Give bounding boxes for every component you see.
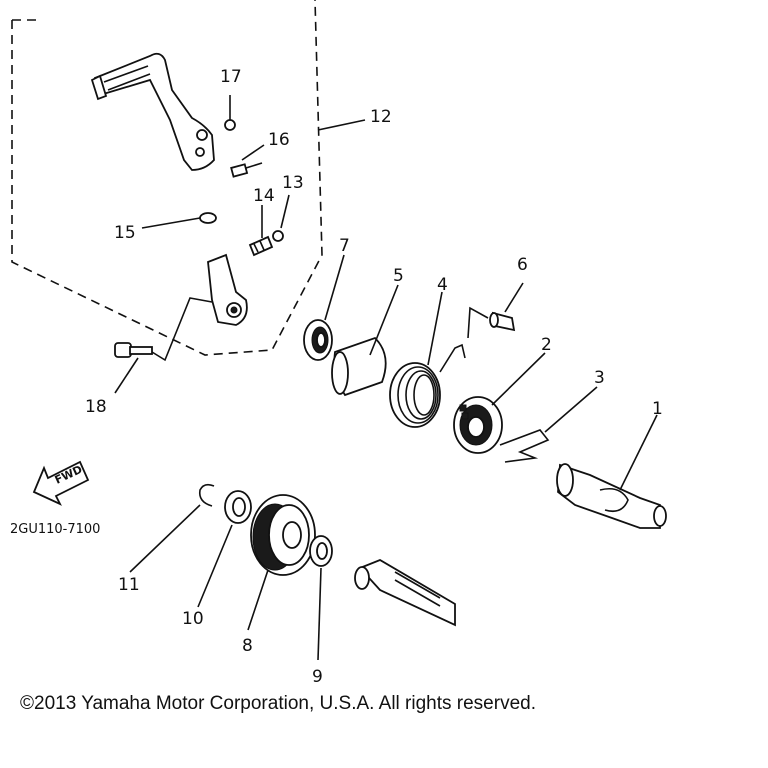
kick-crank-lever [90, 52, 215, 171]
ball-17 [224, 119, 236, 131]
callout-10: 10 [182, 609, 204, 629]
callout-16: 16 [268, 130, 290, 150]
bolt-18 [114, 342, 153, 358]
callout-17: 17 [220, 67, 242, 87]
callout-8: 8 [242, 636, 253, 656]
kick-crank-assembly-boundary [11, 0, 323, 356]
callout-18: 18 [85, 397, 107, 417]
callout-4: 4 [437, 275, 448, 295]
fwd-arrow-icon: FWD [32, 460, 90, 506]
clip-3 [499, 429, 550, 463]
callout-5: 5 [393, 266, 404, 286]
copyright-notice: ©2013 Yamaha Motor Corporation, U.S.A. A… [20, 693, 536, 714]
spring-clip-6 [489, 311, 516, 332]
bolt-16 [230, 162, 263, 178]
torsion-spring-4 [389, 343, 466, 428]
kick-boss [207, 253, 248, 326]
washer-10 [224, 490, 252, 524]
callout-1: 1 [652, 399, 663, 419]
kick-axle-1 [556, 463, 667, 529]
callout-3: 3 [594, 368, 605, 388]
pin-15 [199, 212, 217, 224]
callout-14: 14 [253, 186, 275, 206]
leader-lines [114, 95, 658, 661]
ball-13 [272, 230, 284, 242]
spring-14 [248, 235, 274, 257]
oil-seal-7 [303, 319, 333, 361]
callout-2: 2 [541, 335, 552, 355]
spring-guide-5 [331, 336, 387, 397]
spring-hook-guide [467, 306, 489, 339]
circlip-11 [198, 483, 215, 507]
callout-6: 6 [517, 255, 528, 275]
callout-labels: 1 2 3 4 5 6 7 8 9 10 11 12 13 14 15 16 1… [85, 67, 663, 687]
callout-13: 13 [282, 173, 304, 193]
washer-9 [309, 535, 333, 567]
callout-9: 9 [312, 667, 323, 687]
ratchet-wheel-2 [453, 396, 503, 454]
callout-11: 11 [118, 575, 140, 595]
main-shaft [354, 559, 456, 627]
callout-7: 7 [339, 236, 350, 256]
callout-12: 12 [370, 107, 392, 127]
bolt-18-guide [151, 297, 213, 362]
part-code: 2GU110-7100 [10, 522, 100, 537]
kick-idle-gear-8 [250, 494, 316, 576]
callout-15: 15 [114, 223, 136, 243]
